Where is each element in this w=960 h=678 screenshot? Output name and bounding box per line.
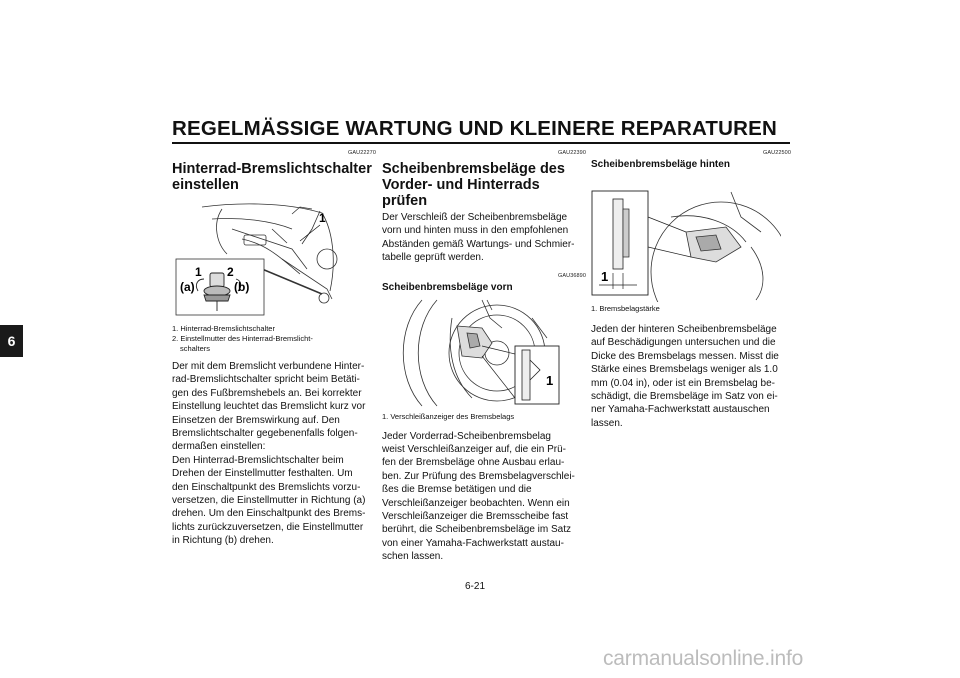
heading-line: Scheibenbremsbeläge des xyxy=(382,161,565,177)
column-brake-light-switch: GAU22270 Hinterrad-Bremslichtschalter ei… xyxy=(172,150,376,548)
figure-caption: 1. Bremsbelagstärke xyxy=(591,304,660,313)
text-line: vorn und hinten muss in den empfohlenen xyxy=(382,225,569,237)
subsection-heading: Scheibenbremsbeläge vorn xyxy=(382,281,513,293)
section-code: GAU22500 xyxy=(762,150,791,156)
figure-caption: 1. Verschleißanzeiger des Bremsbelags xyxy=(382,411,515,421)
figure-label: 1 xyxy=(195,265,202,279)
page-number: 6-21 xyxy=(465,581,486,592)
text-line: ben. Zur Prüfung des Bremsbelagverschlei… xyxy=(382,470,575,482)
body-text: Jeder Vorderrad-Scheibenbremsbelag weist… xyxy=(382,430,586,564)
intro-text: Der Verschleiß der Scheibenbremsbeläge v… xyxy=(382,211,586,265)
caption-line: 2. Einstellmutter des Hinterrad-Bremslic… xyxy=(172,334,313,343)
text-line: Einstellung leuchtet das Bremslicht kurz… xyxy=(172,401,366,413)
text-line: Den Hinterrad-Bremslichtschalter beim xyxy=(172,454,344,466)
watermark-link[interactable]: carmanualsonline.info xyxy=(603,647,804,670)
text-line: ßes die Bremse betätigen und die xyxy=(382,484,532,496)
text-line: Bremslichtschalter gegebenenfalls folgen… xyxy=(172,428,358,440)
header-rule xyxy=(172,142,790,144)
brake-switch-illustration: 1 2 (a) (b) 1 xyxy=(175,203,338,316)
text-line: drehen. Um den Einschaltpunkt des Brems- xyxy=(172,508,366,520)
figure-label: 1 xyxy=(319,211,326,225)
body-text: Jeden der hinteren Scheibenbremsbeläge a… xyxy=(591,323,791,430)
heading-line: einstellen xyxy=(172,177,239,193)
text-line: weist Verschleißanzeiger auf, die ein Pr… xyxy=(382,444,566,456)
text-line: schädigt, die Bremsbeläge im Satz von ei… xyxy=(591,391,778,403)
text-line: berührt, die Scheibenbremsbeläge im Satz xyxy=(382,524,571,536)
figure-label: 1 xyxy=(546,373,553,388)
figure-front-brake-pads: 1 xyxy=(382,298,572,408)
figure-label: (b) xyxy=(234,280,249,294)
text-line: den Einschaltpunkt des Bremslichts vorzu… xyxy=(172,481,361,493)
text-line: lichts zurückzuversetzen, die Einstellmu… xyxy=(172,521,364,533)
figure-label: 1 xyxy=(601,269,608,284)
text-line: versetzen, die Einstellmutter in Richtun… xyxy=(172,495,366,507)
text-line: Stärke eines Bremsbelags weniger als 1.0 xyxy=(591,364,778,376)
text-line: Abständen gemäß Wartungs- und Schmier- xyxy=(382,238,575,250)
page-header: REGELMÄSSIGE WARTUNG UND KLEINERE REPARA… xyxy=(172,117,790,144)
text-line: Drehen der Einstellmutter festhalten. Um xyxy=(172,468,353,480)
section-code: GAU22390 xyxy=(557,150,586,156)
caption-line: 1. Hinterrad-Bremslichtschalter xyxy=(172,324,275,333)
column-rear-brake-pads: GAU22500 Scheibenbremsbeläge hinten 1 1.… xyxy=(591,150,792,430)
section-heading: Scheibenbremsbeläge des Vorder- und Hint… xyxy=(382,161,586,209)
text-line: Der mit dem Bremslicht verbundene Hinter… xyxy=(172,361,365,372)
text-line: Verschleißanzeiger die Bremsscheibe fast xyxy=(382,511,569,523)
page-title: REGELMÄSSIGE WARTUNG UND KLEINERE REPARA… xyxy=(172,117,778,140)
text-line: Dicke des Bremsbelags messen. Misst die xyxy=(591,350,779,362)
heading-line: Hinterrad-Bremslichtschalter xyxy=(172,161,372,177)
text-line: Jeden der hinteren Scheibenbremsbeläge xyxy=(591,324,777,335)
body-text: Der mit dem Bremslicht verbundene Hinter… xyxy=(172,360,376,548)
text-line: rad-Bremslichtschalter spricht beim Betä… xyxy=(172,374,360,386)
text-line: ner Yamaha-Fachwerkstatt austauschen xyxy=(591,404,770,416)
text-line: schen lassen. xyxy=(382,551,444,563)
subsection-heading: Scheibenbremsbeläge hinten xyxy=(591,159,730,170)
text-line: dermaßen einstellen: xyxy=(172,441,266,453)
text-line: auf Beschädigungen untersuchen und die xyxy=(591,337,776,349)
text-line: Verschleißanzeiger beobachten. Wenn ein xyxy=(382,497,570,509)
section-code: GAU36890 xyxy=(557,272,586,279)
figure-rear-brake-pads: 1 xyxy=(591,187,792,343)
text-line: Jeder Vorderrad-Scheibenbremsbelag xyxy=(382,430,551,442)
figure-caption: 1. Hinterrad-Bremslichtschalter 2. Einst… xyxy=(172,324,376,354)
column-front-brake-pads: GAU22390 Scheibenbremsbeläge des Vorder-… xyxy=(382,150,586,564)
text-line: fen der Bremsbeläge ohne Ausbau erlau- xyxy=(382,457,565,469)
caption-line: schalters xyxy=(180,344,211,353)
text-line: in Richtung (b) drehen. xyxy=(172,535,274,547)
front-brake-illustration: 1 xyxy=(402,299,560,406)
text-line: tabelle geprüft werden. xyxy=(382,252,484,264)
heading-line: Vorder- und Hinterrads prüfen xyxy=(382,177,540,209)
section-code: GAU22270 xyxy=(347,150,376,156)
figure-label: 2 xyxy=(227,265,234,279)
text-line: mm (0.04 in), oder ist ein Bremsbelag be… xyxy=(591,377,775,389)
rear-brake-illustration: 1 xyxy=(591,190,792,343)
text-line: von einer Yamaha-Fachwerkstatt austau- xyxy=(382,537,564,549)
figure-label: (a) xyxy=(180,280,195,294)
text-line: gen des Fußbremshebels an. Bei korrekter xyxy=(172,387,362,399)
text-line: Einsetzen der Bremswirkung auf. Den xyxy=(172,414,340,426)
section-heading: Hinterrad-Bremslichtschalter einstellen xyxy=(172,161,376,193)
chapter-tab: 6 xyxy=(0,325,23,357)
text-line: lassen. xyxy=(591,417,623,429)
text-line: Der Verschleiß der Scheibenbremsbeläge xyxy=(382,212,568,223)
figure-brake-light-switch: 1 2 (a) (b) 1 xyxy=(172,199,362,321)
